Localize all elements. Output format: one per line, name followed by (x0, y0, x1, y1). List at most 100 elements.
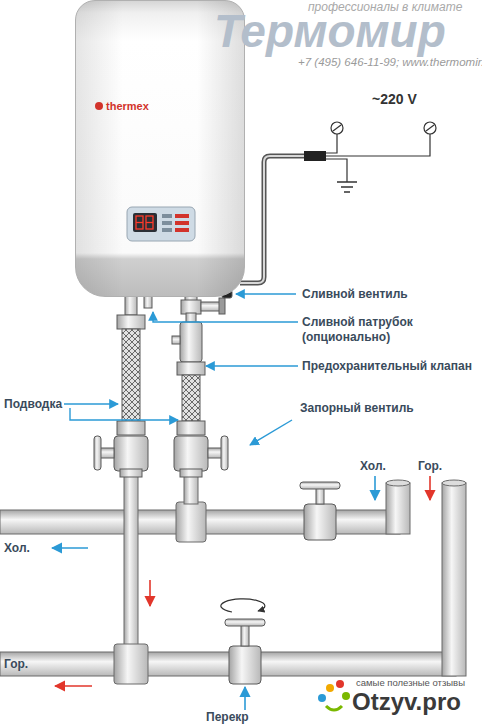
main-pipes (0, 510, 400, 534)
main-pipes (124, 470, 138, 650)
watermark-logo: Otzyv.pro (352, 688, 461, 716)
shutoff-valve-hot (229, 646, 261, 684)
heater-outlet-right (186, 313, 196, 323)
main-pipes (0, 470, 466, 684)
voltage-label: ~220 V (372, 92, 417, 106)
callout-label: Сливной вентиль (302, 287, 408, 301)
flow-arrows (149, 580, 151, 606)
shutoff-valve-cold (316, 488, 324, 504)
control-panel (133, 213, 157, 232)
power-cable (326, 134, 430, 156)
main-pipes (184, 470, 198, 504)
leader-arrows (250, 420, 292, 445)
flow-label: Хол. (4, 541, 30, 555)
heater-outlet-right (181, 300, 201, 314)
callout-label: Подводка (4, 397, 62, 411)
shutoff-valve-hot (241, 625, 249, 646)
control-panel (175, 221, 189, 225)
leader-arrows (206, 365, 298, 366)
power-cable (326, 159, 347, 182)
otzyv-icon (326, 706, 342, 710)
callout-label: Предохранительный клапан (302, 359, 472, 373)
power-cable (333, 125, 341, 131)
heater-outlet-right (177, 362, 205, 375)
heater-outlet-right (172, 336, 180, 344)
control-panel (136, 216, 143, 229)
heater-outlet-left (117, 315, 145, 329)
heater-outlet-right (180, 469, 202, 477)
main-pipes (176, 502, 206, 542)
heater-outlet-left (94, 436, 101, 470)
flow-arrows (55, 685, 92, 687)
main-pipes (386, 483, 410, 534)
shutoff-valve-cold (300, 482, 340, 540)
leader-arrows (64, 294, 298, 445)
shutoff-valve-hot (221, 599, 265, 684)
heater-outlet-right (219, 298, 225, 314)
control-panel (175, 214, 189, 218)
control-panel (146, 216, 153, 229)
power-cable (331, 122, 343, 134)
power-cable (304, 151, 326, 161)
heater-outlet-right (177, 421, 205, 435)
power-cable (326, 134, 337, 153)
control-panel (146, 222, 153, 223)
brand-name: thermex (106, 100, 149, 112)
brand-logo-mark (95, 102, 103, 110)
control-panel (175, 228, 189, 232)
power-cable (240, 156, 306, 283)
main-pipes (0, 652, 456, 676)
power-cable (424, 122, 436, 134)
control-panel (127, 207, 195, 241)
flow-arrows (52, 476, 430, 710)
flow-arrows (52, 547, 88, 549)
leader-arrows (236, 293, 296, 294)
heater-outlet-left (100, 448, 114, 458)
heater-outlet-right (221, 436, 228, 470)
control-panel (162, 228, 172, 232)
otzyv-icon (318, 680, 350, 710)
shutoff-valve-cold (300, 482, 340, 489)
flow-label: Гор. (418, 459, 442, 473)
callout-label: Перекр (206, 710, 249, 724)
brand-logo-mark (95, 102, 103, 110)
leader-arrows (153, 312, 298, 322)
watermark-slogan: самые полезные отзывы (356, 676, 465, 690)
otzyv-icon (326, 684, 334, 692)
heater-outlet-right (172, 290, 232, 477)
heater-outlet-left (120, 469, 142, 477)
main-pipes (442, 480, 466, 486)
shutoff-valve-hot (225, 619, 265, 626)
heater-outlet-left (114, 436, 148, 471)
control-panel (136, 222, 143, 223)
heater-outlet-right (174, 436, 208, 471)
flow-label: Хол. (360, 459, 386, 473)
shutoff-valve-hot (221, 599, 265, 612)
leader-arrows (64, 403, 118, 404)
heater-outlet-left (117, 421, 145, 435)
heater-outlet-right (182, 375, 200, 421)
heater-outlet-left (94, 292, 152, 477)
control-panel (162, 214, 172, 218)
power-cable (426, 125, 434, 131)
power-cable (240, 122, 436, 283)
flow-arrows (244, 687, 246, 710)
flow-arrows (374, 476, 376, 500)
flow-arrows (429, 476, 431, 500)
otzyv-icon (342, 692, 350, 700)
main-pipes (386, 480, 410, 486)
power-cable (240, 156, 306, 283)
main-pipes (114, 644, 148, 684)
control-panel (162, 221, 172, 225)
flow-label: Гор. (4, 657, 28, 671)
watermark-logo: Термомир (214, 6, 446, 56)
heater-outlet-right (201, 302, 221, 311)
control-panel (127, 207, 195, 241)
leader-arrows (70, 408, 178, 420)
otzyv-icon (336, 680, 344, 688)
watermark-contacts: +7 (495) 646-11-99; www.thermomir.ru (298, 55, 482, 69)
callout-label: Сливной патрубок (опционально) (302, 315, 430, 345)
otzyv-icon (318, 694, 326, 702)
